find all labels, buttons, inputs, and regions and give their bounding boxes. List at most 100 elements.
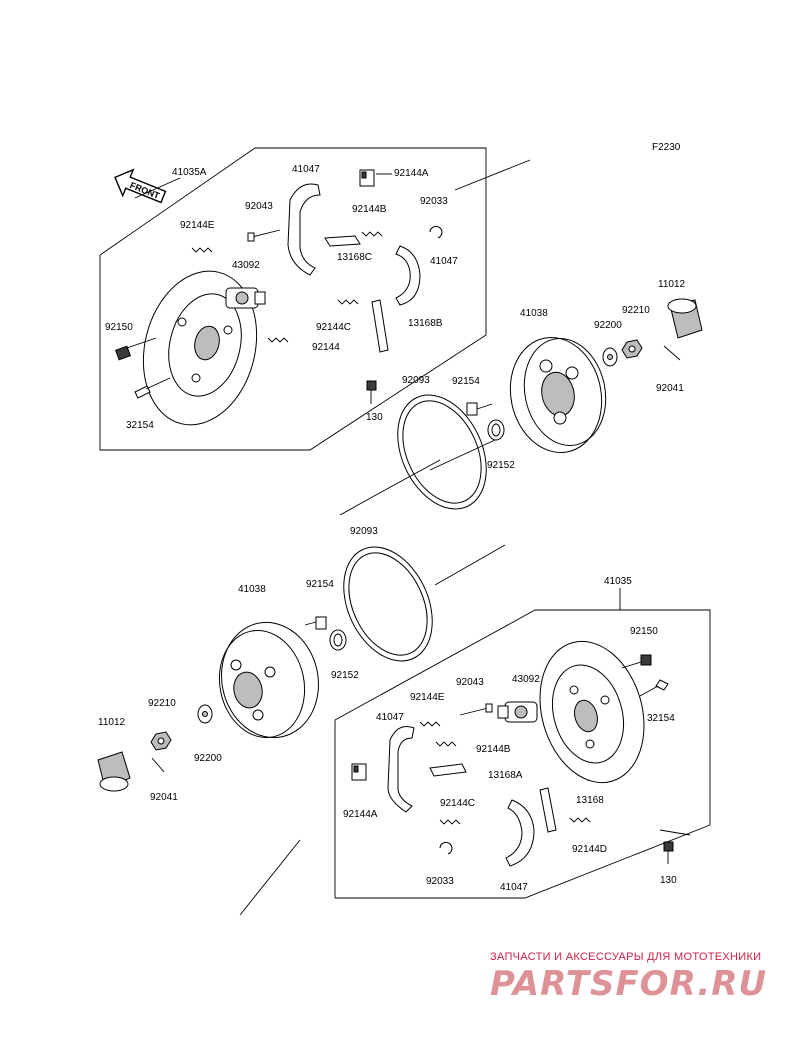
seal-ring-icon [397, 394, 487, 510]
label-92033-lower: 92033 [426, 876, 454, 887]
label-92144e-lower: 92144E [410, 692, 445, 703]
watermark-tagline: ЗАПЧАСТИ И АКСЕССУАРЫ ДЛЯ МОТОТЕХНИКИ [490, 951, 762, 963]
clip-icon [351, 763, 367, 781]
screw-icon [134, 377, 171, 399]
wheel-cylinder-icon [225, 287, 266, 309]
label-92152-lower: 92152 [331, 670, 359, 681]
label-92144: 92144 [312, 342, 340, 353]
brake-shoe-icon [387, 726, 415, 813]
brake-shoe-icon [287, 183, 321, 276]
bolt-icon [459, 703, 493, 716]
label-92144e: 92144E [180, 220, 215, 231]
label-92041: 92041 [656, 383, 684, 394]
label-92144d: 92144D [572, 844, 607, 855]
label-92144b: 92144B [352, 204, 387, 215]
label-92043-lower: 92043 [456, 677, 484, 688]
brake-shoe-icon [505, 799, 535, 867]
nut-icon [150, 731, 172, 751]
backing-plate-icon [142, 270, 258, 426]
label-32154-lower: 32154 [647, 713, 675, 724]
label-92154: 92154 [452, 376, 480, 387]
upper-assembly: 41035A 92150 32154 92144E 43092 [99, 147, 703, 516]
label-92093-lower: 92093 [350, 526, 378, 537]
label-32154: 32154 [126, 420, 154, 431]
label-92152: 92152 [487, 460, 515, 471]
label-13168: 13168 [576, 795, 604, 806]
clip-icon [439, 841, 453, 855]
washer-icon [602, 347, 618, 367]
screw-icon [639, 679, 669, 697]
spring-icon [267, 337, 289, 343]
label-41047-bottom: 41047 [500, 882, 528, 893]
label-92043: 92043 [245, 201, 273, 212]
seal-ring-icon [343, 546, 433, 662]
lever-icon [324, 235, 361, 247]
label-41035a: 41035A [172, 167, 207, 178]
label-43092-lower: 43092 [512, 674, 540, 685]
label-92154-lower: 92154 [306, 579, 334, 590]
hub-cap-icon [667, 298, 703, 339]
brake-shoe-icon [395, 245, 421, 306]
spring-icon [419, 721, 441, 727]
watermark-brand: PARTSFOR.RU [490, 964, 768, 1004]
oil-seal-icon [329, 629, 347, 651]
lever-icon [429, 763, 467, 777]
label-13168a: 13168A [488, 770, 523, 781]
oil-seal-icon [487, 419, 505, 441]
label-92144a: 92144A [394, 168, 429, 179]
wheel-cylinder-icon [497, 701, 538, 723]
bolt-icon [366, 380, 377, 404]
label-92210: 92210 [622, 305, 650, 316]
spring-icon [337, 299, 359, 305]
cotter-pin-icon [151, 757, 165, 773]
label-41038: 41038 [520, 308, 548, 319]
stud-icon [304, 616, 327, 630]
label-41047-right: 41047 [430, 256, 458, 267]
lower-assembly: 92093 41038 92154 92152 92210 [97, 526, 711, 916]
label-92093: 92093 [402, 375, 430, 386]
nut-icon [621, 339, 643, 359]
brake-drum-icon [509, 337, 607, 453]
label-92144b-lower: 92144B [476, 744, 511, 755]
bolt-icon [115, 337, 157, 361]
label-43092: 43092 [232, 260, 260, 271]
brake-drum-icon [218, 621, 319, 739]
label-92150-lower: 92150 [630, 626, 658, 637]
label-41035: 41035 [604, 576, 632, 587]
label-92200: 92200 [594, 320, 622, 331]
washer-icon [197, 704, 213, 724]
spring-icon [191, 247, 213, 253]
spring-icon [435, 741, 457, 747]
label-13168c: 13168C [337, 252, 372, 263]
label-130-lower: 130 [660, 875, 677, 886]
backing-plate-icon [539, 640, 645, 784]
label-130: 130 [366, 412, 383, 423]
spring-icon [569, 817, 591, 823]
bolt-icon [621, 654, 652, 669]
label-41038-lower: 41038 [238, 584, 266, 595]
lever-icon [539, 787, 557, 833]
clip-icon [429, 225, 443, 239]
stud-icon [466, 402, 493, 416]
label-41047-top: 41047 [292, 164, 320, 175]
bolt-icon [247, 229, 281, 242]
label-11012-lower: 11012 [98, 717, 126, 728]
lever-icon [371, 299, 389, 353]
label-92144c: 92144C [316, 322, 351, 333]
clip-icon [359, 169, 375, 187]
figure-code: F2230 [652, 142, 681, 153]
label-92041-lower: 92041 [150, 792, 178, 803]
spring-icon [361, 231, 383, 237]
label-92150: 92150 [105, 322, 133, 333]
label-92210-lower: 92210 [148, 698, 176, 709]
label-41047-left: 41047 [376, 712, 404, 723]
label-92200-lower: 92200 [194, 753, 222, 764]
cotter-pin-icon [663, 345, 681, 361]
label-92144a-lower: 92144A [343, 809, 378, 820]
label-92144c-lower: 92144C [440, 798, 475, 809]
label-11012: 11012 [658, 279, 686, 290]
hub-cap-icon [97, 751, 131, 792]
label-92033: 92033 [420, 196, 448, 207]
bolt-icon [663, 841, 674, 864]
